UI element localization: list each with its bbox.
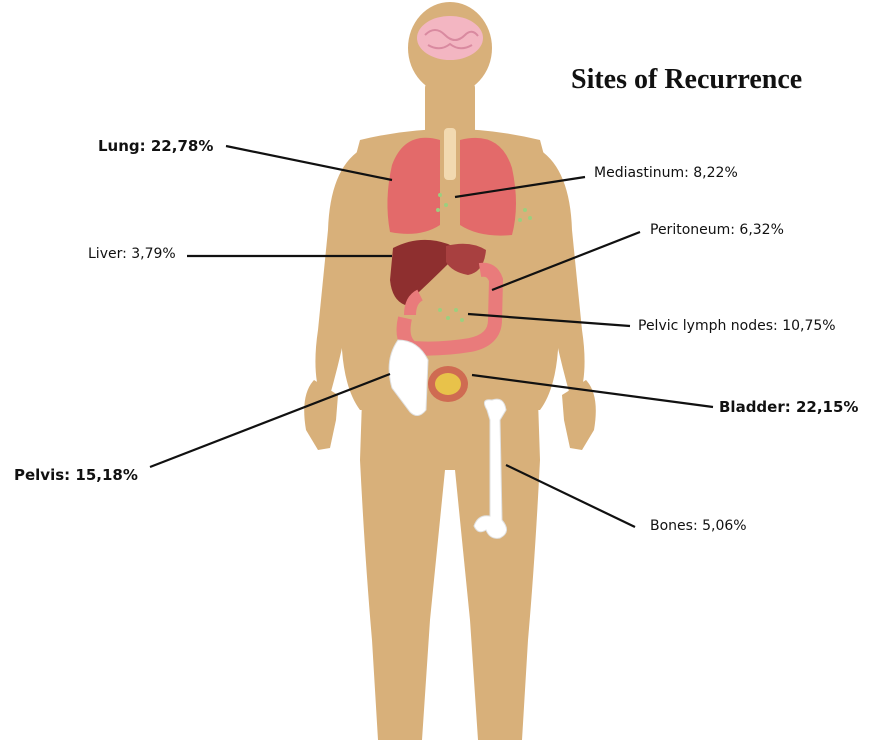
bladder-label: Bladder: 22,15%: [719, 398, 858, 416]
peritoneum-label: Peritoneum: 6,32%: [650, 222, 784, 238]
lung-label: Lung: 22,78%: [98, 137, 213, 155]
liver-label: Liver: 3,79%: [88, 246, 176, 262]
pelvis-label: Pelvis: 15,18%: [14, 466, 138, 484]
bladder-organ: [428, 366, 468, 402]
pelvic-lymph-nodes-label: Pelvic lymph nodes: 10,75%: [638, 318, 836, 334]
bones-label: Bones: 5,06%: [650, 518, 747, 534]
brain-organ: [417, 16, 483, 60]
chart-title: Sites of Recurrence: [571, 64, 802, 96]
trachea-organ: [444, 128, 456, 180]
pelvis-leader-line: [150, 374, 390, 467]
mediastinum-label: Mediastinum: 8,22%: [594, 165, 738, 181]
